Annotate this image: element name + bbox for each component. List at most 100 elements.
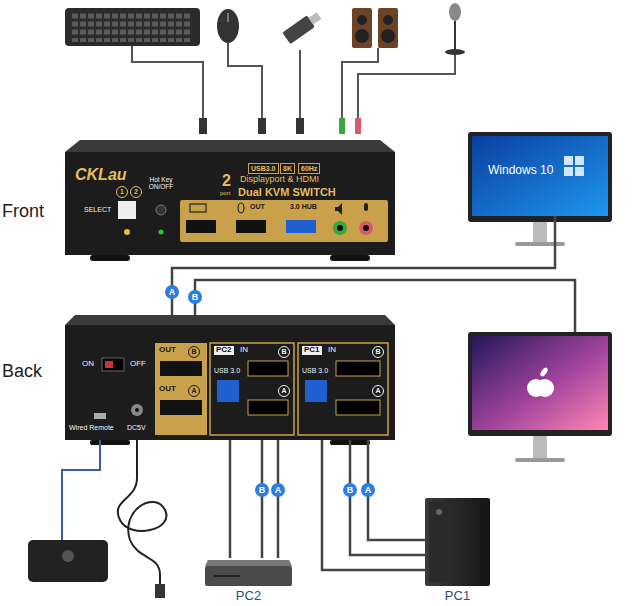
usb-cable [299, 50, 301, 120]
view-heading: Back [2, 362, 42, 382]
pc2-frame [210, 343, 294, 435]
keyboard-keys [72, 14, 192, 19]
audio-jack-hole [337, 225, 343, 231]
kvm-back-panel: Back [65, 315, 395, 440]
keyboard [65, 8, 200, 46]
cable-letter: A [165, 285, 179, 299]
brand-logo: CKLau [75, 166, 127, 184]
port-count-word: port [220, 190, 230, 197]
keyboard-icon [190, 204, 206, 212]
mouse-cable [228, 43, 262, 120]
device-label: PC1 [425, 589, 490, 603]
led [124, 229, 130, 235]
dp-port [248, 400, 288, 415]
port-count: 2 [222, 172, 231, 190]
audio-plug [355, 118, 361, 134]
spec-badge: 8K [280, 163, 295, 174]
cable-letter: B [188, 290, 202, 304]
cable [172, 216, 555, 315]
usb-stick-plug [309, 12, 322, 24]
dc-jack-hole [135, 408, 139, 412]
usb-port [186, 220, 216, 233]
kvm-housing-top [65, 140, 395, 152]
channel-number: 2 [130, 186, 142, 198]
speaker-cone [355, 29, 369, 43]
port-letter: B [278, 346, 290, 358]
audio-plug [339, 118, 345, 134]
foot [330, 255, 370, 261]
microphone [449, 3, 461, 21]
port-label: OUT [159, 346, 176, 355]
windows-logo [575, 156, 584, 165]
screen-text: Windows 10 [488, 164, 553, 177]
power-switch-rocker [105, 361, 113, 368]
spec-badge: 60Hz [298, 163, 320, 174]
cable-letter: B [343, 483, 357, 497]
input-tag: PC2 [214, 346, 234, 355]
monitor-stand [533, 436, 547, 458]
cable [277, 440, 280, 558]
mini-usb-port [94, 413, 106, 419]
windows-logo [575, 167, 584, 176]
windows-monitor: Windows 10 [472, 136, 608, 216]
cable [229, 440, 232, 558]
gold-port-strip [180, 200, 388, 242]
port-letter: A [372, 385, 384, 397]
cable-letter: A [271, 483, 285, 497]
kvm-housing-top [65, 315, 395, 325]
windows-logo [564, 167, 573, 176]
select-button [118, 201, 136, 219]
port-label: Wired Remote [69, 424, 114, 432]
output-frame [155, 343, 207, 435]
keyboard-keys [72, 38, 192, 42]
speaker-cone [381, 29, 395, 43]
power-plug [155, 584, 165, 598]
monitor-bezel [468, 132, 612, 222]
speaker-cone [357, 15, 367, 25]
microphone-cable [358, 55, 455, 120]
usb3-port [286, 220, 316, 233]
button-label: Hot Key ON/OFF [146, 176, 176, 190]
dc-jack [131, 404, 143, 416]
microphone-base [445, 49, 465, 55]
switch-label: ON [82, 360, 94, 369]
speaker-cable [342, 48, 378, 120]
power-cable [118, 440, 167, 586]
speaker-icon [335, 203, 342, 215]
channel-number: 1 [116, 186, 128, 198]
monitor-screen [472, 136, 608, 216]
port-label: USB 3.0 [214, 367, 240, 375]
pc1-tower [425, 498, 490, 586]
port-label: 3.0 HUB [290, 203, 317, 211]
mouse [217, 9, 239, 43]
plug [199, 118, 207, 134]
kvm-housing-front [65, 152, 395, 255]
monitor-screen [472, 336, 608, 430]
port-label: OUT [250, 203, 265, 211]
microphone-stand [454, 21, 456, 50]
cable [322, 440, 425, 570]
windows-logo [564, 156, 573, 165]
switch-label: OFF [130, 360, 146, 369]
pc1-button [436, 509, 442, 515]
port-letter: B [372, 346, 384, 358]
wired-remote [28, 540, 108, 582]
input-tag: PC1 [302, 346, 322, 355]
port-label: USB 3.0 [302, 367, 328, 375]
speaker-cone [383, 15, 393, 25]
port-letter: A [188, 385, 200, 397]
cable [350, 440, 425, 555]
monitor-stand [533, 222, 547, 242]
pc1-frame [298, 343, 388, 435]
usb-port [236, 220, 266, 233]
kvm-housing-back [65, 325, 395, 440]
mouse-wheel [227, 13, 229, 22]
mouse-icon [238, 203, 244, 213]
view-heading: Front [2, 202, 44, 222]
keyboard-keys [72, 30, 192, 35]
foot [90, 255, 130, 261]
audio-jack [333, 221, 347, 235]
pc2-computer: PC2 [205, 558, 292, 586]
monitor-base [515, 458, 565, 462]
keyboard-keys [72, 22, 192, 27]
